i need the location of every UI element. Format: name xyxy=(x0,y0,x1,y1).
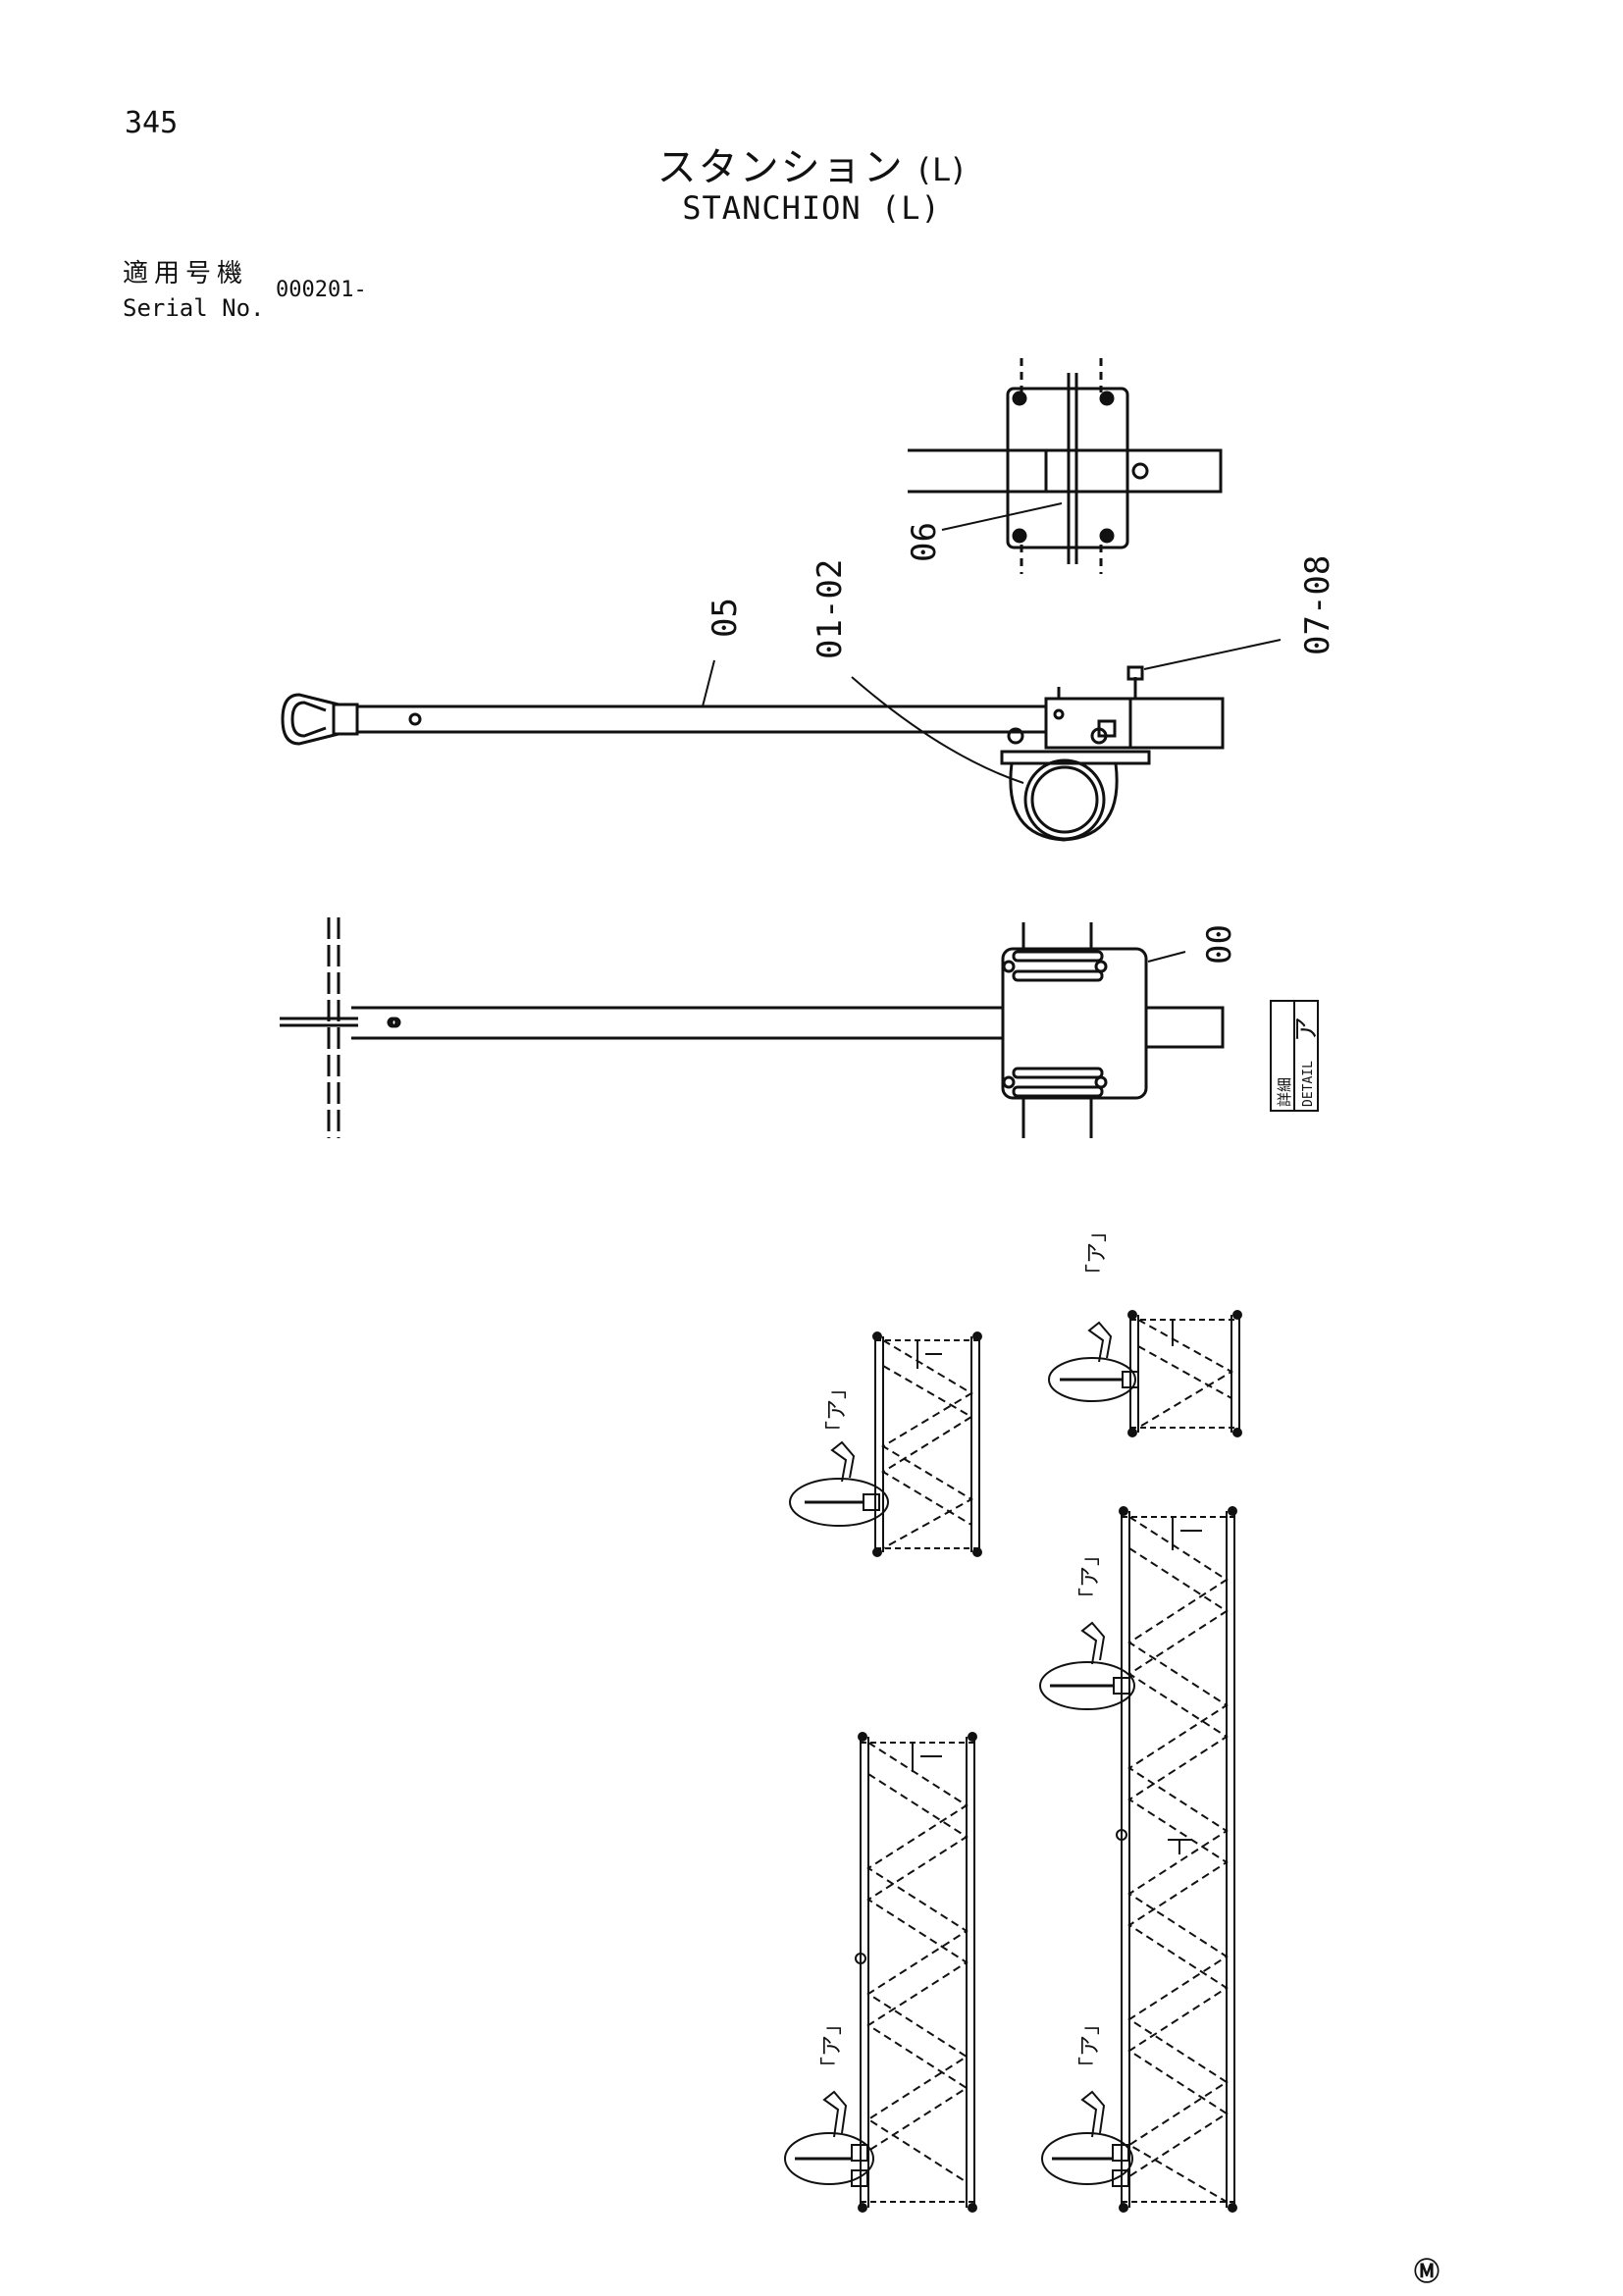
page-title-english: STANCHION (L) xyxy=(682,189,941,227)
callout-00: 00 xyxy=(1200,924,1239,965)
boom-c-detail-ref: 「ア」 xyxy=(820,2013,845,2078)
stanchion-front-view xyxy=(280,917,1225,1138)
boom-a-detail-ref: 「ア」 xyxy=(825,1378,850,1442)
title-japanese-text: スタンション xyxy=(656,145,905,190)
callout-07-08: 07-08 xyxy=(1298,555,1337,655)
boom-d-lower-detail-ref: 「ア」 xyxy=(1078,2013,1103,2078)
serial-number-value: 000201- xyxy=(276,278,367,302)
detail-ref-letter: ア xyxy=(1292,1017,1322,1042)
leader-lines xyxy=(702,502,1282,963)
detail-label-japanese: 詳細 xyxy=(1276,1077,1293,1107)
callout-01-02: 01-02 xyxy=(811,559,850,659)
serial-label-japanese: 適用号機 xyxy=(123,259,249,288)
boom-section-c: 「ア」 xyxy=(784,1732,977,2213)
callout-05: 05 xyxy=(706,598,745,638)
page-title-japanese: スタンション (L) xyxy=(0,135,1623,192)
serial-label-english: Serial No. xyxy=(123,294,265,322)
callout-06: 06 xyxy=(905,522,944,562)
bracket-top-view xyxy=(908,358,1223,574)
stanchion-side-view xyxy=(281,665,1225,842)
page-number: 345 xyxy=(125,106,179,140)
title-japanese-suffix: (L) xyxy=(917,151,967,188)
maker-mark-icon: Ⓜ xyxy=(1414,2258,1440,2287)
boom-d-upper-detail-ref: 「ア」 xyxy=(1078,1544,1103,1609)
boom-b-detail-ref: 「ア」 xyxy=(1085,1221,1110,1285)
boom-section-d: 「ア」 「ア」 xyxy=(1039,1506,1237,2213)
detail-label-box: 詳細 DETAIL ア xyxy=(1270,1000,1322,1112)
detail-label-english: DETAIL xyxy=(1301,1061,1316,1107)
boom-section-b: 「ア」 xyxy=(1048,1221,1242,1437)
boom-section-a: 「ア」 xyxy=(789,1331,982,1557)
